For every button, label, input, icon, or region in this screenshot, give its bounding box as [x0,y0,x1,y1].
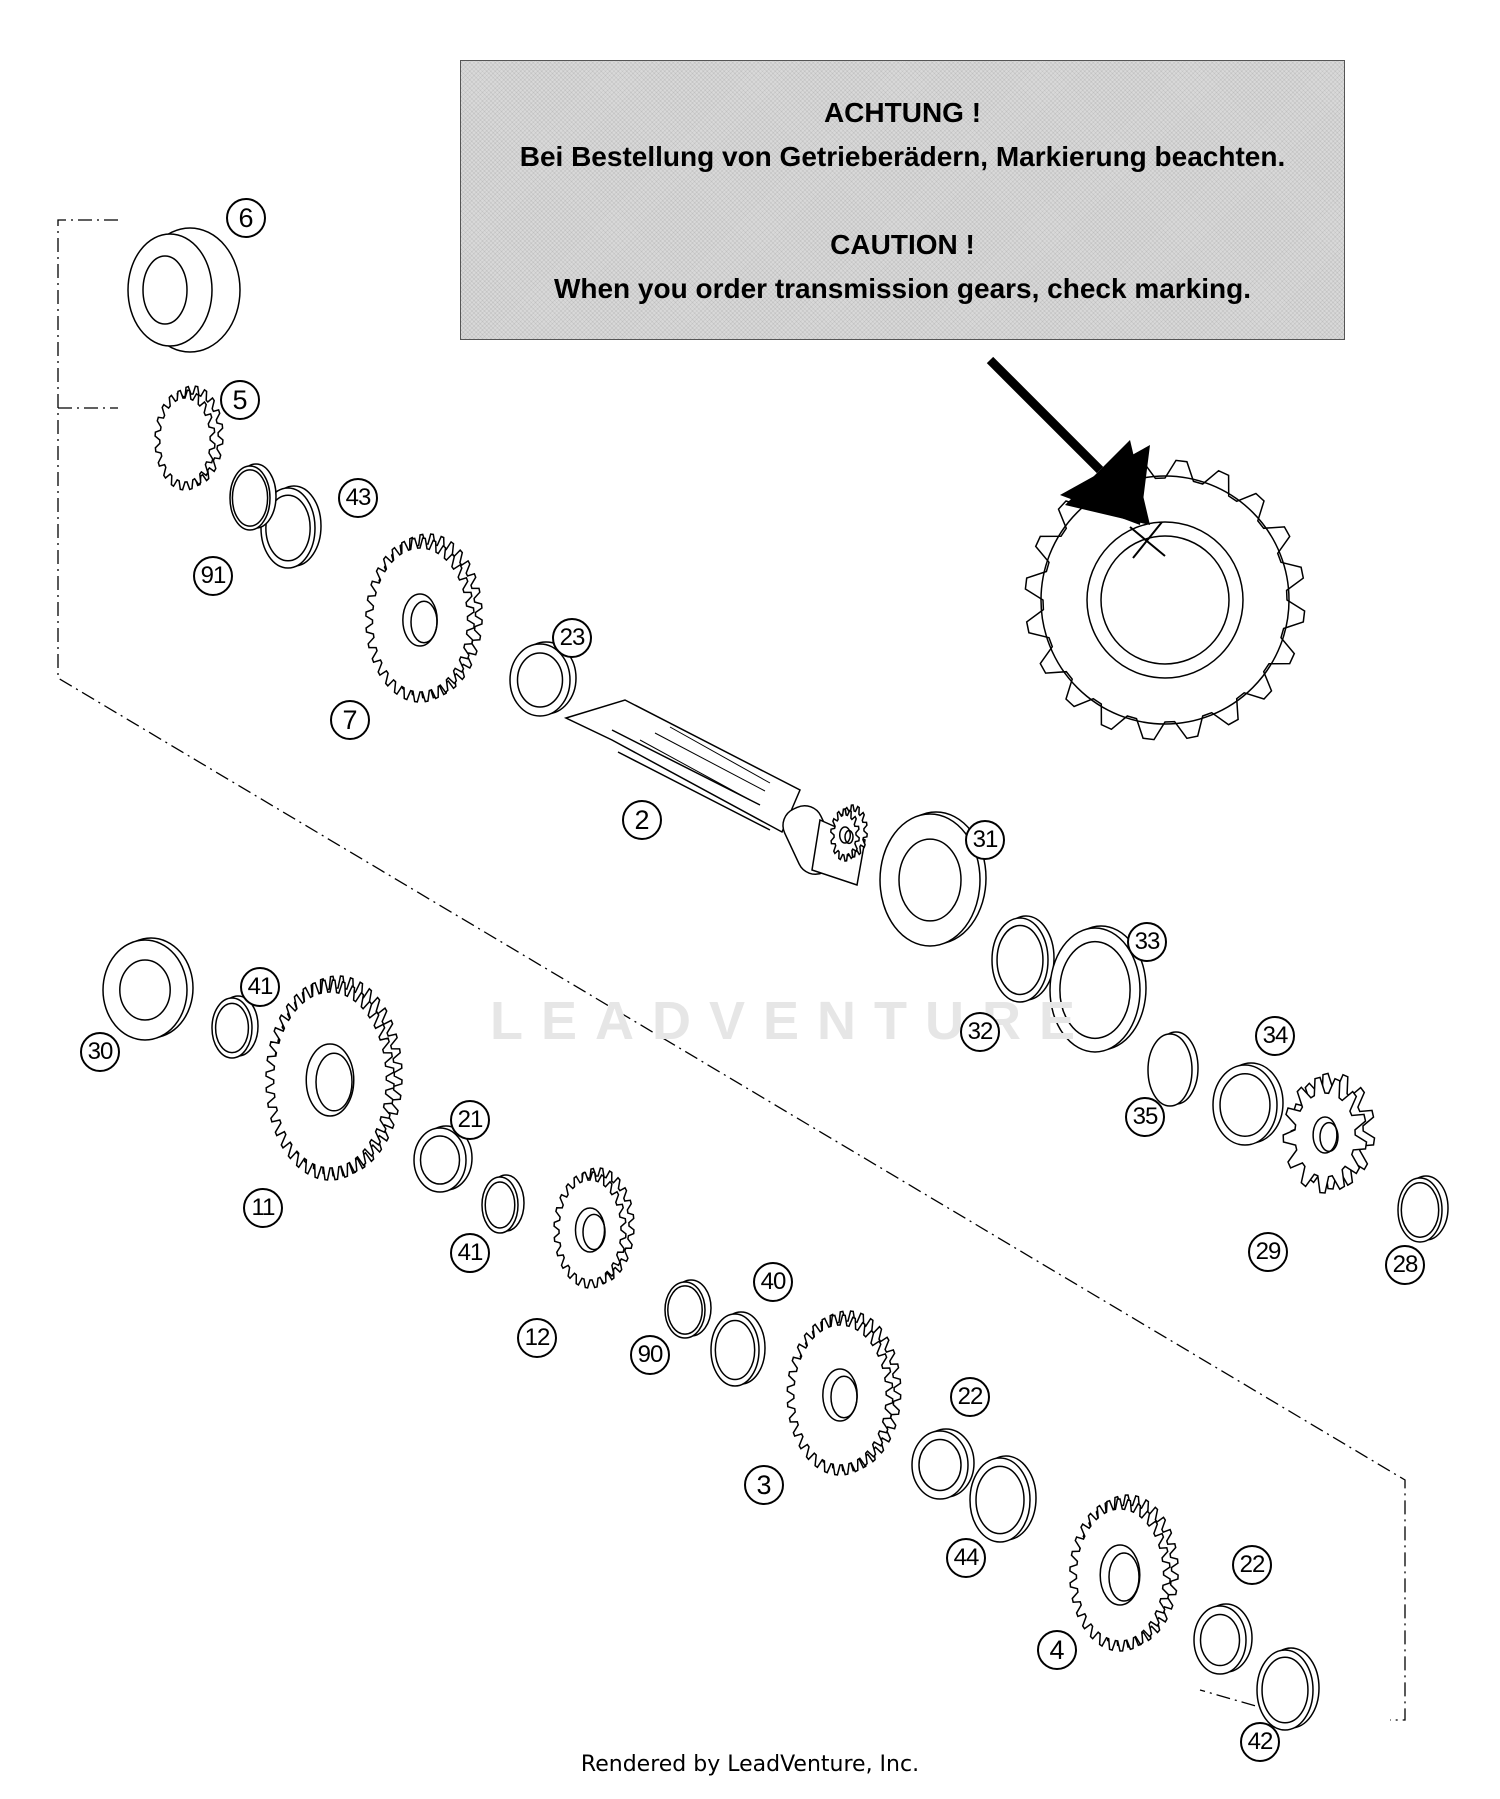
washer-41-bottom-icon [481,1174,525,1234]
thrust-washer-43-icon [260,485,322,569]
callout-3: 3 [744,1465,784,1505]
shift-collar-6-icon [127,227,241,353]
seal-33-icon [1049,925,1147,1053]
thrust-washer-40-icon [710,1311,766,1387]
washer-41-top-icon [211,995,259,1059]
shaft-pinion-icon [830,804,868,862]
callout-22-top: 22 [950,1377,990,1417]
callout-28: 28 [1385,1245,1425,1285]
callout-91: 91 [193,556,233,596]
bushing-34-icon [1212,1062,1284,1146]
callout-29: 29 [1248,1232,1288,1272]
callout-23: 23 [552,618,592,658]
bushing-22-bottom-icon [1193,1603,1253,1675]
bushing-23-icon [509,641,577,717]
callout-90: 90 [630,1335,670,1375]
callout-5: 5 [220,380,260,420]
callout-41-bottom: 41 [450,1233,490,1273]
watermark: LEADVENTURE [490,991,1094,1051]
marked-gear-detail-icon [1024,459,1306,741]
callout-42: 42 [1240,1722,1280,1762]
assembly-outline [57,219,1406,1721]
sprocket-29-icon [1282,1072,1376,1194]
callout-6: 6 [226,198,266,238]
circlip-28-icon [1397,1175,1449,1243]
caution-text-en: When you order transmission gears, check… [553,273,1252,304]
gear-12-icon [553,1167,635,1289]
caution-notice: ACHTUNG ! Bei Bestellung von Getrieberäd… [460,60,1345,340]
callout-40: 40 [753,1262,793,1302]
footer-credit: Rendered by LeadVenture, Inc. [580,1752,920,1777]
marking-arrow-icon [986,356,1150,525]
callout-34: 34 [1255,1016,1295,1056]
gear-7-icon [365,533,483,703]
circlip-90-icon [664,1279,712,1339]
callout-21: 21 [450,1100,490,1140]
callout-43: 43 [338,478,378,518]
callout-4: 4 [1037,1630,1077,1670]
callout-33: 33 [1127,922,1167,962]
callout-30: 30 [80,1032,120,1072]
o-ring-35-icon [1147,1031,1199,1107]
washer-44-icon [969,1455,1037,1543]
bearing-31-icon [879,811,987,947]
caution-heading-de: ACHTUNG ! [823,97,982,128]
main-shaft-icon [563,699,866,886]
gear-5-icon [154,385,224,491]
callout-7: 7 [330,700,370,740]
gear-3-icon [786,1310,902,1476]
circlip-91-icon [229,463,277,531]
callout-11: 11 [243,1188,283,1228]
washer-32-icon [991,915,1055,1003]
gear-4-icon [1069,1494,1179,1652]
callout-32: 32 [960,1012,1000,1052]
callout-35: 35 [1125,1097,1165,1137]
bushing-21-icon [413,1125,473,1193]
bushing-22-top-icon [911,1428,975,1500]
callout-44: 44 [946,1538,986,1578]
callout-31: 31 [965,820,1005,860]
washer-42-icon [1256,1647,1320,1731]
gear-11-icon [265,975,403,1181]
callout-2: 2 [622,800,662,840]
callout-22-bottom: 22 [1232,1545,1272,1585]
caution-heading-en: CAUTION ! [830,229,975,260]
callout-12: 12 [517,1318,557,1358]
caution-text-de: Bei Bestellung von Getrieberädern, Marki… [519,141,1286,172]
callout-41-top: 41 [240,967,280,1007]
bearing-30-icon [102,937,194,1041]
